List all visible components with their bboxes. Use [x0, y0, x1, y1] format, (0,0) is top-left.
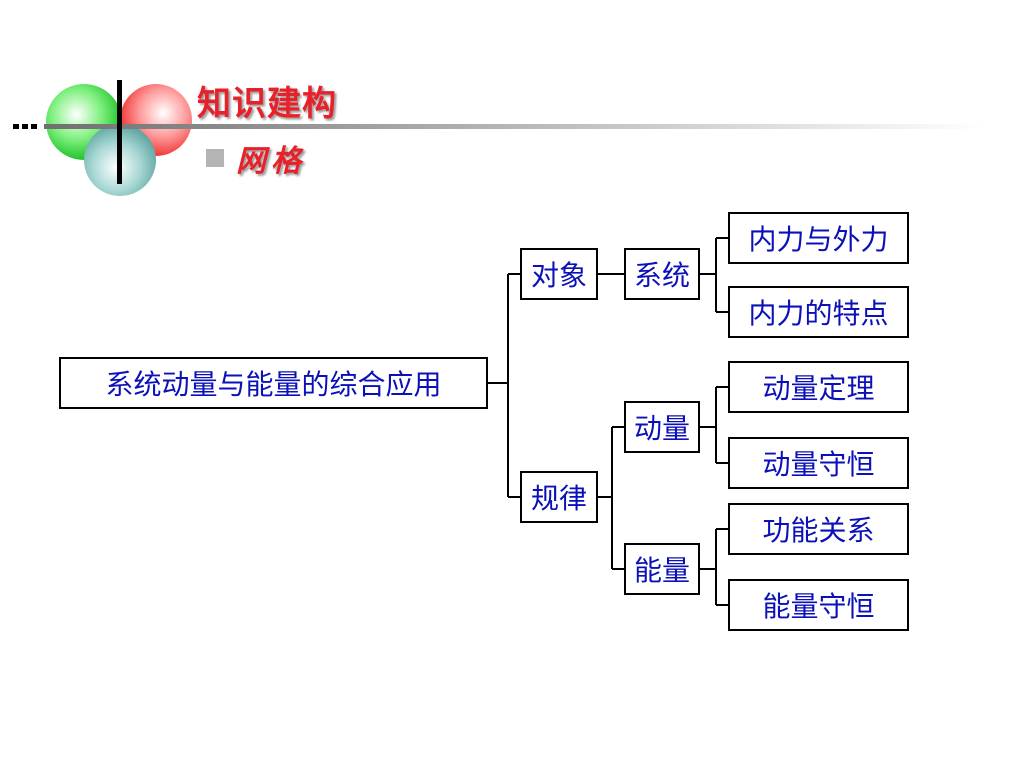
connector-law	[598, 426, 624, 570]
root-node: 系统动量与能量的综合应用	[59, 357, 488, 409]
node-momentum: 动量	[624, 401, 700, 453]
decor-horizontal-rule	[44, 124, 984, 129]
leaf-work-energy-relation: 功能关系	[728, 503, 909, 555]
node-law: 规律	[520, 471, 598, 523]
connector-energy	[700, 528, 728, 606]
leaf-internal-force-features: 内力的特点	[728, 286, 909, 338]
decor-dash-3	[31, 124, 37, 129]
subtitle-row: 网格	[206, 138, 306, 179]
subtitle-text: 网格	[236, 144, 306, 179]
decor-dash-2	[22, 124, 28, 129]
connector-momentum	[700, 386, 728, 464]
header-decoration	[13, 80, 984, 196]
square-bullet-icon	[206, 149, 224, 167]
leaf-energy-conservation: 能量守恒	[728, 579, 909, 631]
decor-vertical-bar	[117, 80, 122, 184]
leaf-momentum-theorem: 动量定理	[728, 361, 909, 413]
connector-root	[488, 273, 520, 498]
leaf-internal-external-force: 内力与外力	[728, 212, 909, 264]
node-system: 系统	[624, 248, 700, 300]
decor-dash-1	[13, 124, 19, 129]
leaf-momentum-conservation: 动量守恒	[728, 437, 909, 489]
connector-system	[700, 237, 728, 313]
node-object: 对象	[520, 248, 598, 300]
page-title: 知识建构	[197, 84, 337, 124]
node-energy: 能量	[624, 543, 700, 595]
